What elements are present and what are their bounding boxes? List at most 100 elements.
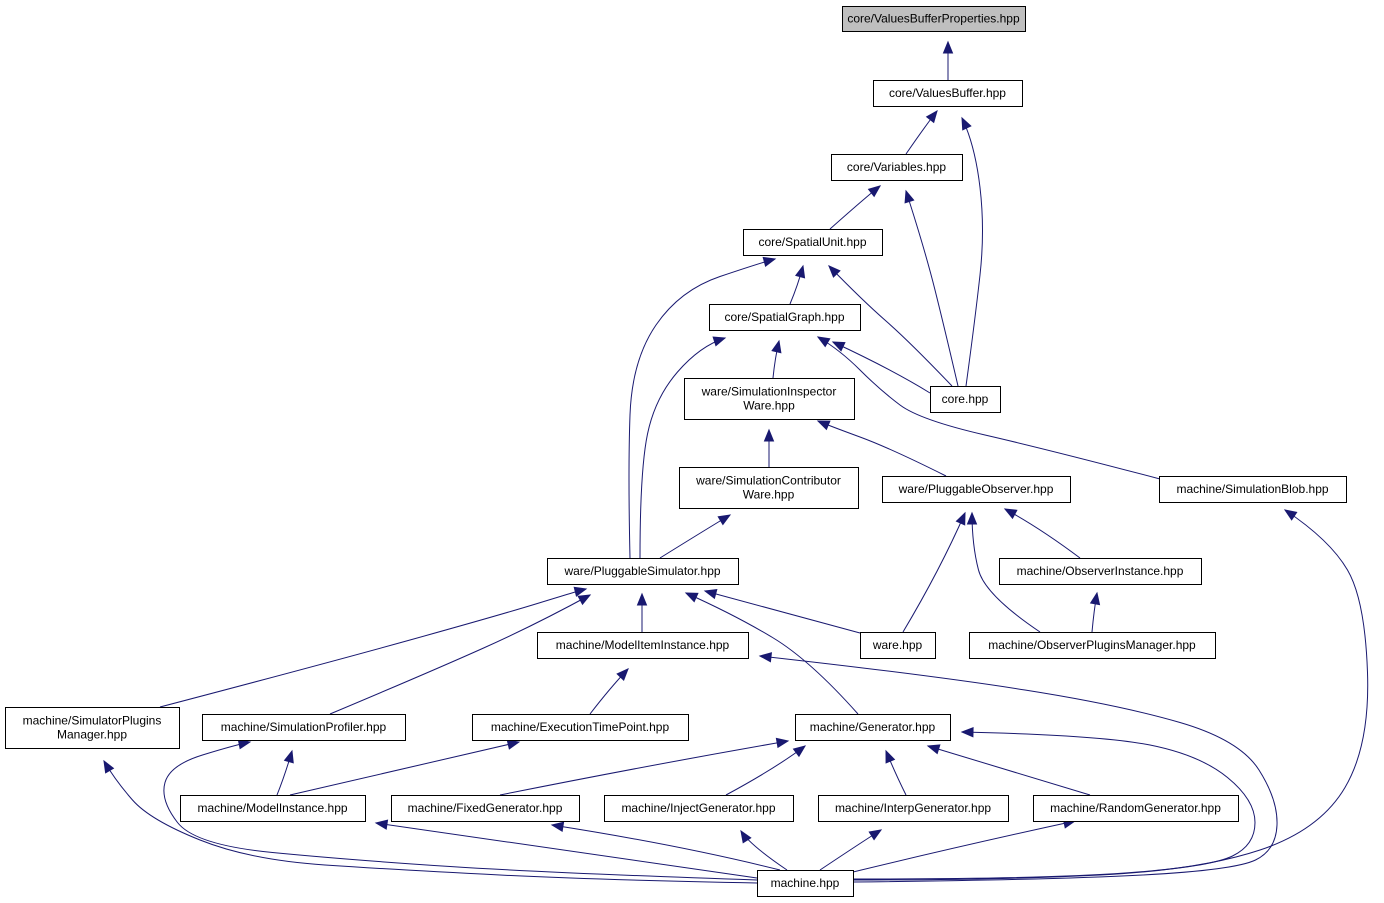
node-sb[interactable]: machine/SimulationBlob.hpp (1159, 476, 1347, 503)
arrowhead (831, 341, 846, 352)
node-box[interactable] (202, 714, 406, 741)
node-box[interactable] (969, 632, 1216, 659)
node-box[interactable] (679, 467, 859, 509)
arrowhead (636, 592, 648, 606)
node-ware[interactable]: ware.hpp (860, 632, 936, 659)
edge-var-to-vb (905, 109, 938, 155)
arrowhead (775, 737, 790, 749)
edge-ps-to-scw (659, 514, 732, 559)
node-box[interactable] (1159, 476, 1347, 503)
edge-siw-to-sg (771, 339, 782, 379)
edge-mach-to-mi (374, 819, 758, 879)
node-box[interactable] (930, 386, 1001, 413)
edge-mach-to-ig (740, 829, 788, 871)
node-box[interactable] (860, 632, 936, 659)
arrowhead (712, 336, 727, 347)
node-po[interactable]: ware/PluggableObserver.hpp (882, 476, 1071, 503)
node-label: core/ValuesBufferProperties.hpp (847, 12, 1020, 26)
node-box[interactable] (743, 229, 883, 256)
node-mach[interactable]: machine.hpp (757, 870, 854, 897)
edge-oi-to-po (1003, 508, 1081, 559)
node-label: ware/SimulationInspector (701, 385, 837, 399)
node-label: machine/ModelItemInstance.hpp (556, 638, 730, 652)
node-box[interactable] (873, 80, 1023, 107)
edge-line (905, 190, 959, 387)
arrowhead (573, 586, 588, 597)
node-vb[interactable]: core/ValuesBuffer.hpp (873, 80, 1023, 107)
edge-core-to-var (904, 189, 959, 387)
edge-sb-to-sg (816, 336, 1161, 480)
node-label: machine/InjectGenerator.hpp (621, 801, 775, 815)
edge-opm-to-po (966, 511, 1041, 633)
node-box[interactable] (180, 795, 366, 822)
node-box[interactable] (709, 304, 861, 331)
arrowhead (103, 759, 115, 774)
node-ps[interactable]: ware/PluggableSimulator.hpp (547, 558, 739, 585)
node-box[interactable] (795, 714, 951, 741)
node-label: machine/SimulationBlob.hpp (1176, 482, 1328, 496)
node-box[interactable] (882, 476, 1071, 503)
edge-core-to-su (828, 265, 953, 387)
node-label: core/SpatialUnit.hpp (758, 235, 866, 249)
arrowhead (717, 514, 732, 526)
node-sg[interactable]: core/SpatialGraph.hpp (709, 304, 861, 331)
edge-line (852, 731, 1256, 880)
node-su[interactable]: core/SpatialUnit.hpp (743, 229, 883, 256)
edge-line (961, 117, 983, 387)
node-box[interactable] (818, 795, 1009, 822)
edge-line (704, 590, 861, 634)
node-label: machine/ExecutionTimePoint.hpp (491, 720, 670, 734)
node-mi[interactable]: machine/ModelInstance.hpp (180, 795, 366, 822)
arrowhead (237, 739, 252, 750)
edge-line (551, 824, 781, 871)
arrowhead (771, 339, 782, 354)
arrowhead (762, 256, 777, 268)
edge-line (159, 588, 587, 708)
edge-mach-to-mii (758, 652, 1278, 883)
edge-core-to-sg (831, 341, 931, 394)
edge-line (659, 514, 731, 559)
node-oi[interactable]: machine/ObserverInstance.hpp (999, 558, 1202, 585)
node-box[interactable] (831, 154, 963, 181)
arrowhead (828, 265, 841, 278)
node-ipg[interactable]: machine/InterpGenerator.hpp (818, 795, 1009, 822)
node-mii[interactable]: machine/ModelItemInstance.hpp (537, 632, 749, 659)
node-box[interactable] (999, 558, 1202, 585)
node-box[interactable] (537, 632, 749, 659)
edge-ipg-to-gen (885, 749, 907, 796)
node-etp[interactable]: machine/ExecutionTimePoint.hpp (472, 714, 689, 741)
node-vbp[interactable]: core/ValuesBufferProperties.hpp (842, 6, 1026, 32)
node-label: machine/Generator.hpp (810, 720, 936, 734)
edge-line (628, 258, 776, 559)
node-var[interactable]: core/Variables.hpp (831, 154, 963, 181)
node-label: machine/InterpGenerator.hpp (835, 801, 991, 815)
arrowhead (758, 652, 773, 663)
node-box[interactable] (757, 870, 854, 897)
node-box[interactable] (472, 714, 689, 741)
node-box[interactable] (684, 378, 855, 420)
edge-line (817, 336, 1161, 480)
node-ig[interactable]: machine/InjectGenerator.hpp (604, 795, 794, 822)
node-fg[interactable]: machine/FixedGenerator.hpp (391, 795, 580, 822)
node-gen[interactable]: machine/Generator.hpp (795, 714, 951, 741)
arrowhead (961, 116, 972, 131)
node-box[interactable] (842, 6, 1026, 32)
edge-sg-to-su (789, 264, 806, 305)
node-label: ware.hpp (872, 638, 923, 652)
edge-gen-to-ps (684, 592, 859, 715)
node-rg[interactable]: machine/RandomGenerator.hpp (1033, 795, 1239, 822)
node-sp[interactable]: machine/SimulationProfiler.hpp (202, 714, 406, 741)
node-box[interactable] (5, 707, 180, 749)
node-core[interactable]: core.hpp (930, 386, 1001, 413)
node-box[interactable] (547, 558, 739, 585)
arrowhead (506, 739, 521, 750)
node-box[interactable] (604, 795, 794, 822)
node-label: machine/ModelInstance.hpp (197, 801, 347, 815)
node-box[interactable] (391, 795, 580, 822)
node-box[interactable] (1033, 795, 1239, 822)
node-opm[interactable]: machine/ObserverPluginsManager.hpp (969, 632, 1216, 659)
